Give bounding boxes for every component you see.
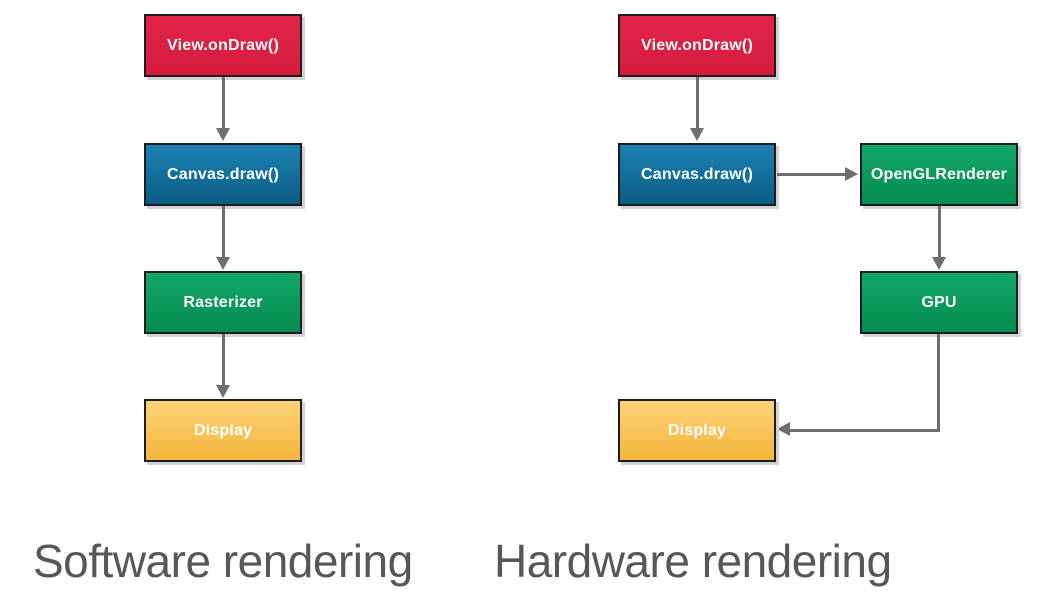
node-label: OpenGLRenderer xyxy=(870,165,1008,183)
node-gpu: GPU xyxy=(860,271,1018,334)
arrowhead-left-icon xyxy=(777,422,790,436)
arrow-view-to-canvas-hardware xyxy=(690,77,704,141)
arrow-canvas-to-openglrenderer xyxy=(777,167,858,181)
arrow-line xyxy=(222,77,225,128)
node-canvas-draw-software: Canvas.draw() xyxy=(144,143,302,206)
arrowhead-down-icon xyxy=(690,128,704,141)
arrow-line xyxy=(222,334,225,385)
arrow-line xyxy=(777,173,845,176)
node-label: Canvas.draw() xyxy=(641,165,753,183)
node-label: View.onDraw() xyxy=(167,36,279,54)
arrow-line xyxy=(938,206,941,257)
arrowhead-down-icon xyxy=(932,257,946,270)
node-label: GPU xyxy=(921,293,957,311)
node-canvas-draw-hardware: Canvas.draw() xyxy=(618,143,776,206)
node-rasterizer: Rasterizer xyxy=(144,271,302,334)
node-view-ondraw-hardware: View.onDraw() xyxy=(618,14,776,77)
node-label: Canvas.draw() xyxy=(167,165,279,183)
arrow-line xyxy=(222,206,225,257)
arrowhead-right-icon xyxy=(845,167,858,181)
arrow-openglrenderer-to-gpu xyxy=(932,206,946,270)
node-label: Display xyxy=(193,421,253,439)
arrow-rasterizer-to-display xyxy=(216,334,230,398)
arrowhead-down-icon xyxy=(216,128,230,141)
node-label: Display xyxy=(667,421,727,439)
arrow-view-to-canvas-software xyxy=(216,77,230,141)
node-view-ondraw-software: View.onDraw() xyxy=(144,14,302,77)
arrow-canvas-to-rasterizer xyxy=(216,206,230,270)
arrow-gpu-to-display xyxy=(777,334,940,438)
arrow-line-horizontal xyxy=(790,429,940,432)
caption-hardware-rendering: Hardware rendering xyxy=(494,535,892,587)
node-label: View.onDraw() xyxy=(641,36,753,54)
node-openglrenderer: OpenGLRenderer xyxy=(860,143,1018,206)
node-label: Rasterizer xyxy=(183,293,263,311)
node-display-hardware: Display xyxy=(618,399,776,462)
arrowhead-down-icon xyxy=(216,385,230,398)
arrow-line xyxy=(696,77,699,128)
arrow-line-vertical xyxy=(937,334,940,432)
caption-software-rendering: Software rendering xyxy=(33,535,413,587)
arrowhead-down-icon xyxy=(216,257,230,270)
node-display-software: Display xyxy=(144,399,302,462)
